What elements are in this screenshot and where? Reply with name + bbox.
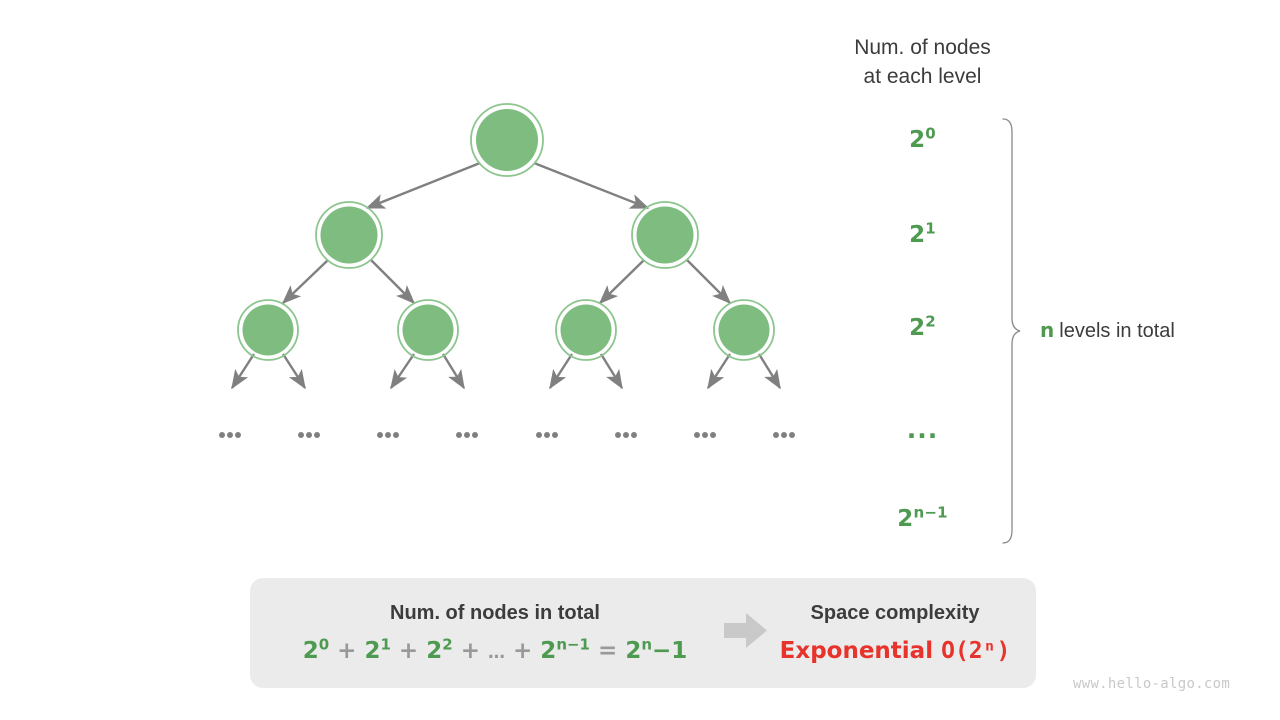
level-label-ellipsis: ... [906,415,939,444]
level-label-last: 2n−1 [897,503,948,532]
summary-formula: 20 + 21 + 22 + … + 2n−1 = 2n−1 [270,635,720,665]
complexity-word: Exponential [779,638,934,664]
formula-term-0: 20 [302,635,330,664]
complexity-notation: O(2ⁿ) [941,638,1011,664]
tree-node [560,304,612,356]
summary-box: Num. of nodes in total Space complexity … [250,578,1036,688]
watermark: www.hello-algo.com [1073,676,1231,692]
tree-node [636,206,694,264]
tree-node-ring [631,201,699,269]
brace-label-text: levels in total [1059,320,1175,342]
tree-node [718,304,770,356]
level-label-0: 20 [909,124,936,153]
levels-header: Num. of nodes at each level [820,33,1025,91]
summary-left-heading: Num. of nodes in total [390,602,600,624]
tree-node-ring [315,201,383,269]
tree-edges [230,161,782,390]
tree-node-ring [237,299,299,361]
tree-leaf-ellipses [219,432,795,438]
formula-term-1: 21 [364,635,391,664]
level-label-1: 21 [909,219,936,248]
summary-right-heading: Space complexity [810,602,980,624]
formula-term-3: 2n−1 [540,635,590,664]
summary-complexity: Exponential O(2ⁿ) [770,640,1020,663]
formula-plus-1: + [398,638,419,664]
tree-node [320,206,378,264]
formula-term-2: 22 [426,635,453,664]
formula-plus-2: + [460,638,480,664]
formula-plus-3: + [513,638,533,664]
tree-node-ring [470,103,544,177]
tree-nodes [237,103,775,361]
tree-node [242,304,294,356]
levels-header-line-1: Num. of nodes [854,36,991,59]
tree-node [476,109,538,171]
tree-node-ring [397,299,459,361]
level-label-2: 22 [909,312,936,341]
tree-node-ring [713,299,775,361]
formula-result: 2n−1 [625,635,688,664]
tree-node-ring [555,299,617,361]
formula-ellipsis: … [487,643,505,663]
tree-node [402,304,454,356]
levels-brace [1002,118,1021,544]
levels-header-line-2: at each level [863,65,982,88]
right-arrow-icon [724,613,767,648]
formula-equals: = [598,638,618,664]
brace-label-variable: n [1040,318,1055,342]
formula-plus-0: + [337,638,357,664]
